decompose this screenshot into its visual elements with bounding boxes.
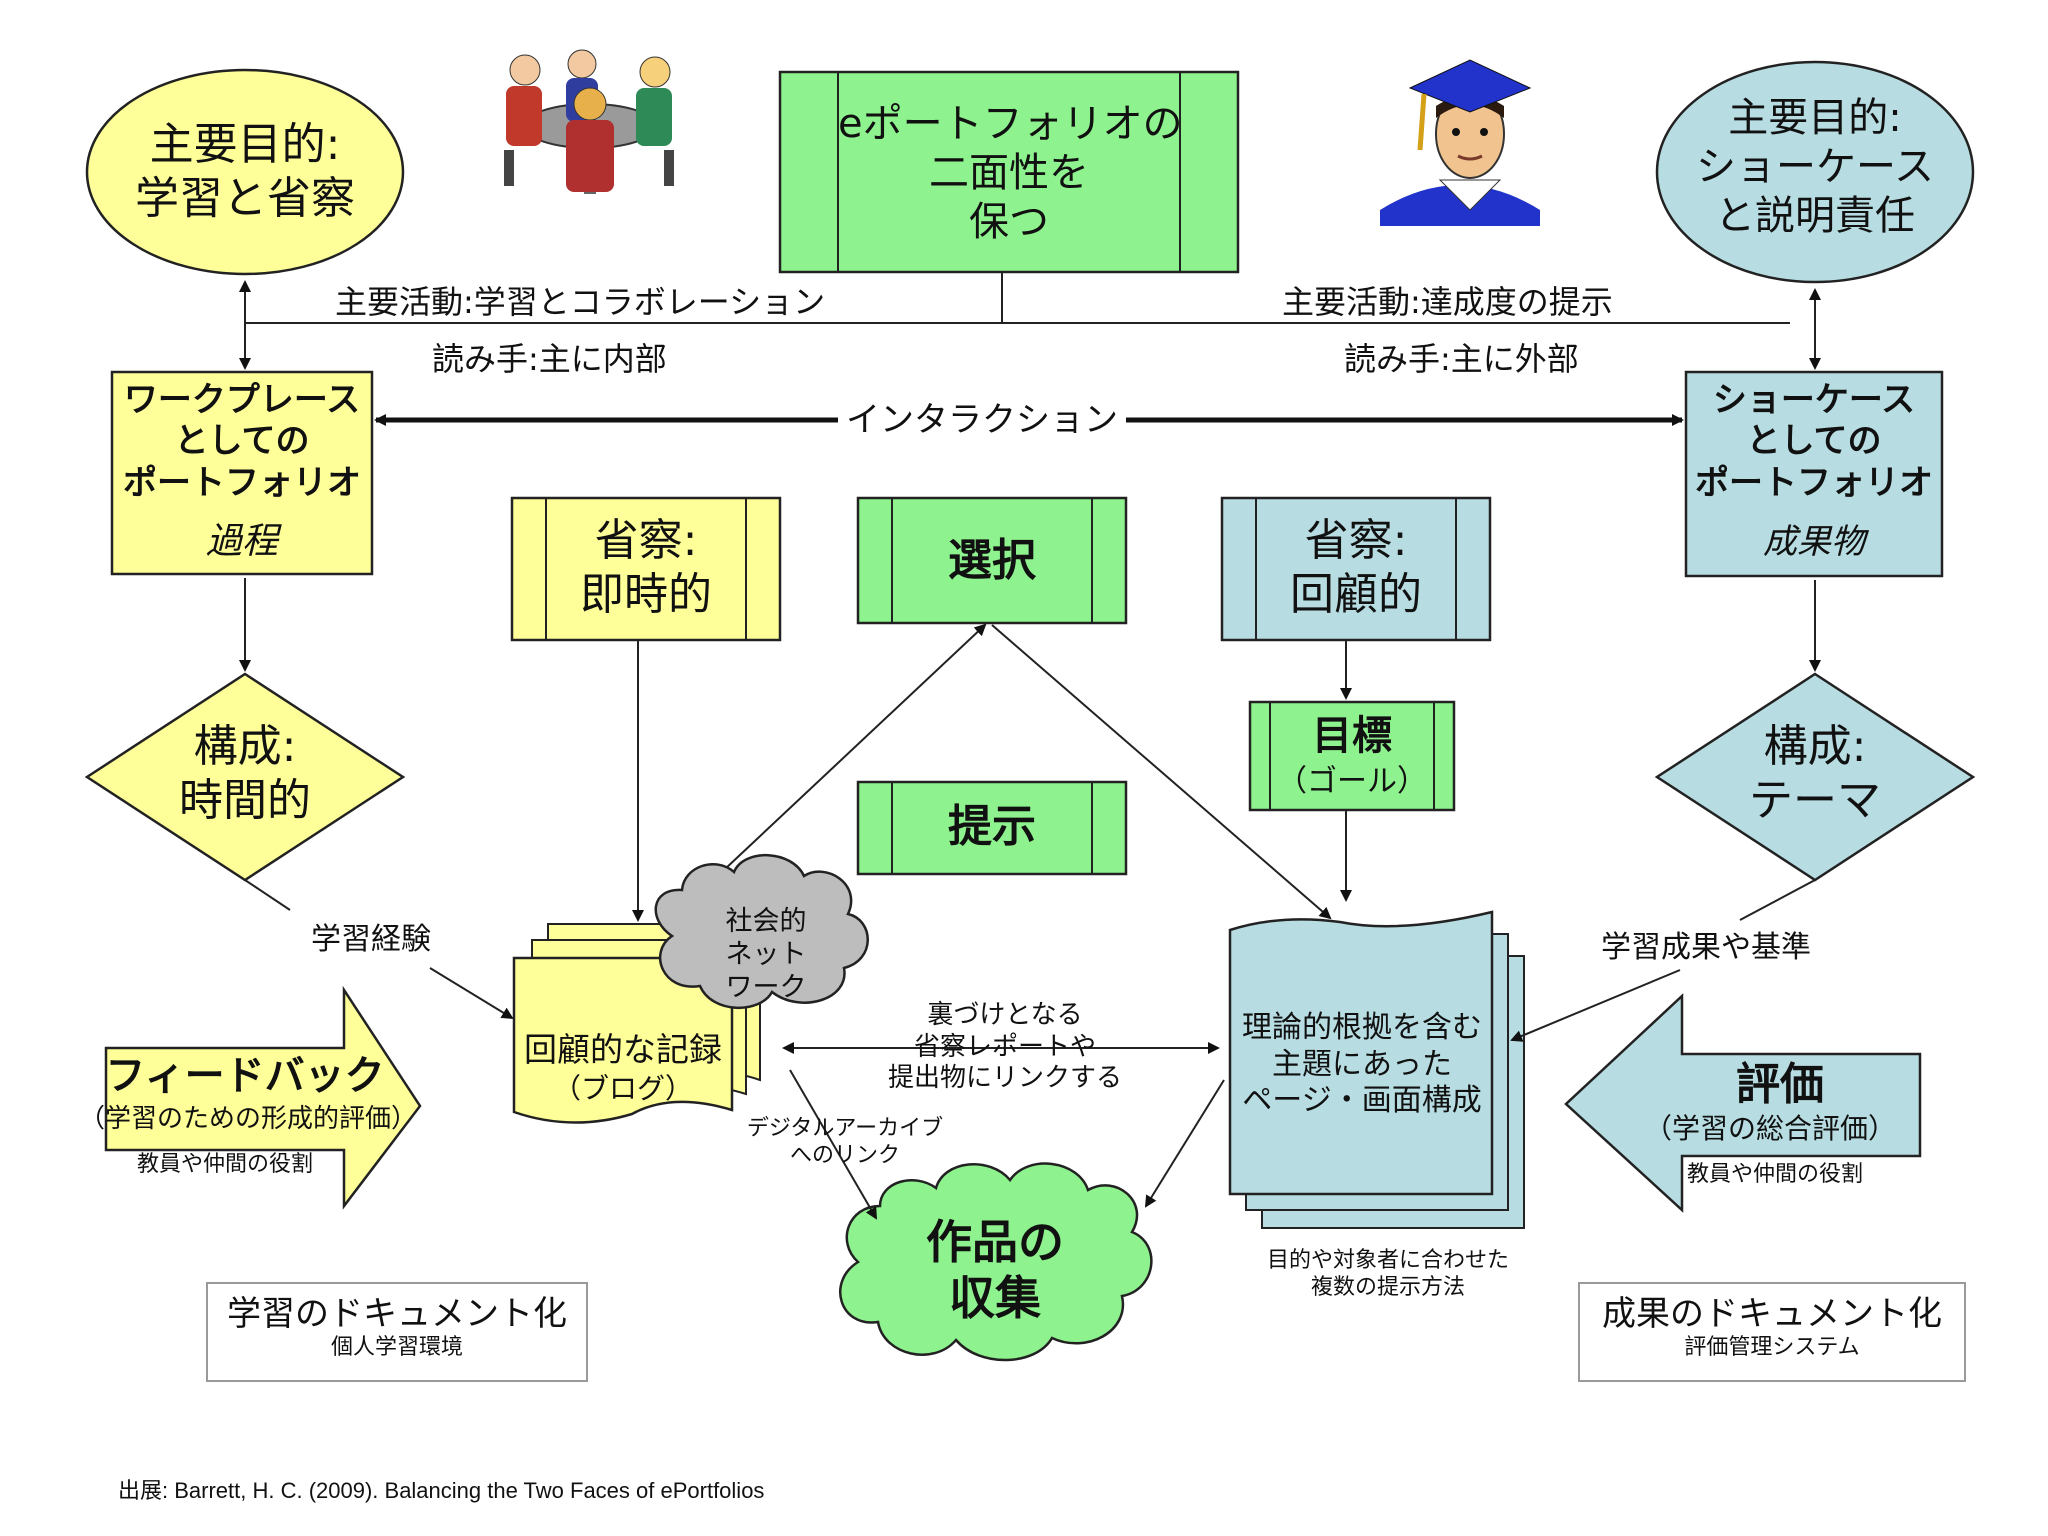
students-clipart-icon [504, 49, 674, 194]
center-top-box [778, 70, 1240, 274]
present-label: 提示 [948, 801, 1036, 852]
record-main-label: 回顧的な記録 [524, 1030, 722, 1069]
pages-label: 理論的根拠を含む 主題にあった ページ・画面構成 [1242, 1010, 1482, 1119]
graduate-clipart-icon [1380, 59, 1540, 226]
source-citation: 出展: Barrett, H. C. (2009). Balancing the… [118, 1478, 765, 1503]
right-activity-label: 主要活動:達成度の提示 [1282, 283, 1613, 321]
right-goal-label: 主要目的: ショーケース と説明責任 [1696, 95, 1934, 239]
social-network-cloud [654, 853, 869, 1010]
right-goal-ellipse [1655, 60, 1975, 284]
digital-archive-label: デジタルアーカイブ へのリンク [746, 1116, 944, 1168]
learning-documentation-box: 学習のドキュメント化 個人学習環境 [206, 1282, 588, 1382]
reflection-past-box [1220, 496, 1492, 642]
outcome-doc-title: 成果のドキュメント化 [1602, 1294, 1942, 1334]
evaluation-arrow [1564, 993, 1922, 1213]
reflection-now-label: 省察: 即時的 [580, 515, 712, 620]
workplace-box [110, 370, 374, 576]
left-goal-ellipse [85, 68, 405, 276]
left-goal-label: 主要目的: 学習と省察 [135, 119, 355, 224]
left-reader-label: 読み手:主に内部 [432, 340, 667, 378]
left-activity-label: 主要活動:学習とコラボレーション [335, 283, 826, 321]
reflection-now-box [510, 496, 782, 642]
goal-main-label: 目標 [1312, 713, 1392, 759]
goal-sub-label: （ゴール） [1277, 764, 1427, 799]
workplace-sub-label: 過程 [205, 521, 278, 562]
left-structure-label: 構成: 時間的 [179, 721, 311, 826]
collection-label: 作品の 収集 [926, 1215, 1064, 1326]
link-text-label: 裏づけとなる 省察レポートや 提出物にリンクする [887, 1000, 1122, 1094]
record-document [512, 956, 734, 1124]
showcase-sub-label: 成果物 [1763, 522, 1865, 562]
learning-doc-sub: 個人学習環境 [330, 1335, 463, 1361]
learning-experience-label: 学習経験 [311, 922, 431, 957]
select-label: 選択 [948, 535, 1036, 586]
reflection-past-label: 省察: 回顧的 [1290, 515, 1422, 620]
workplace-main-label: ワークプレース としての ポートフォリオ [123, 380, 361, 503]
learning-doc-title: 学習のドキュメント化 [227, 1294, 567, 1334]
evaluation-title-label: 評価 [1736, 1059, 1824, 1110]
social-network-label: 社会的 ネット ワーク [725, 906, 807, 1003]
center-top-label: eポートフォリオの 二面性を 保つ [838, 101, 1183, 245]
showcase-main-label: ショーケース としての ポートフォリオ [1695, 380, 1933, 503]
outcomes-label: 学習成果や基準 [1601, 930, 1811, 965]
interaction-label: インタラクション [846, 400, 1118, 440]
evaluation-role-label: 教員や仲間の役割 [1686, 1162, 1863, 1187]
feedback-arrow [104, 985, 422, 1210]
outcome-documentation-box: 成果のドキュメント化 評価管理システム [1578, 1282, 1966, 1382]
feedback-sub-label: （学習のための形成的評価） [78, 1104, 417, 1134]
outcome-doc-sub: 評価管理システム [1684, 1335, 1860, 1361]
record-sub-label: （ブログ） [552, 1072, 693, 1105]
right-reader-label: 読み手:主に外部 [1344, 340, 1579, 378]
right-structure-label: 構成: テーマ [1749, 721, 1881, 826]
multi-present-label: 目的や対象者に合わせた 複数の提示方法 [1266, 1248, 1509, 1300]
pages-document [1228, 910, 1494, 1196]
present-box [856, 780, 1128, 876]
goal-box [1248, 700, 1456, 812]
evaluation-sub-label: （学習の総合評価） [1643, 1112, 1896, 1145]
select-box [856, 496, 1128, 625]
feedback-title-label: フィードバック [105, 1053, 385, 1099]
feedback-role-label: 教員や仲間の役割 [136, 1152, 313, 1177]
showcase-box [1684, 370, 1944, 578]
collection-cloud [839, 1162, 1153, 1362]
